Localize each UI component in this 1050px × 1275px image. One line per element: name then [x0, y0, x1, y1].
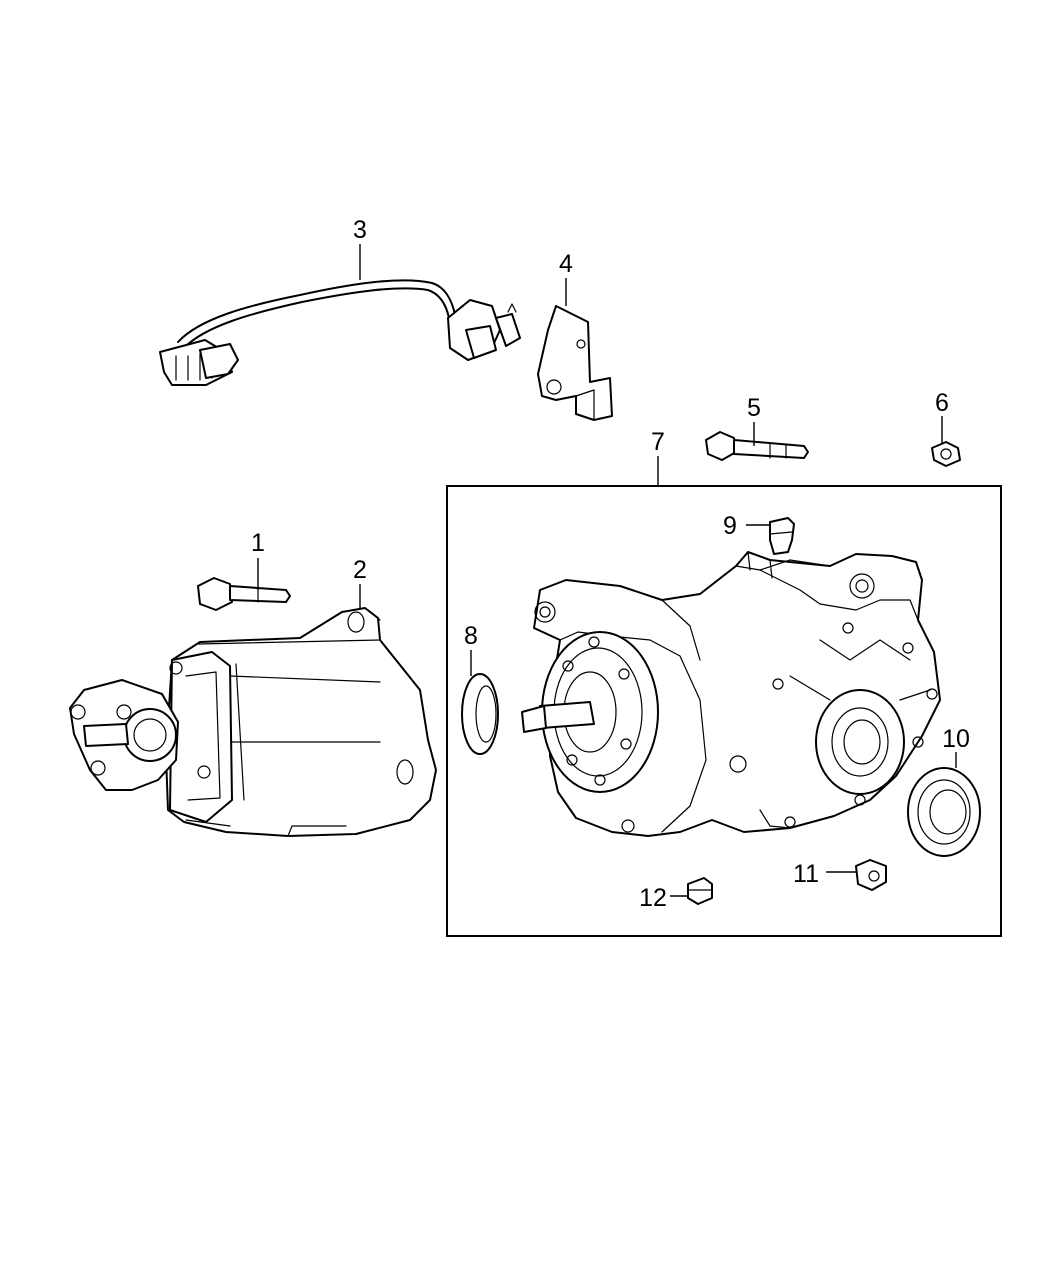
plug-12-part	[687, 877, 713, 905]
callout-3: 3	[353, 216, 367, 244]
bolt-part	[197, 577, 291, 611]
callout-2: 2	[353, 556, 367, 584]
callout-4: 4	[559, 250, 573, 278]
actuator-motor-part	[69, 607, 437, 837]
output-seal-part	[907, 767, 981, 857]
callout-1: 1	[251, 529, 265, 557]
plug-11-part	[855, 859, 887, 891]
seal-part	[461, 673, 499, 755]
callout-10: 10	[942, 725, 970, 753]
callout-6: 6	[935, 389, 949, 417]
wiring-harness-part	[159, 279, 521, 386]
long-bolt-part	[705, 431, 809, 461]
bracket-part	[537, 305, 613, 421]
callout-5: 5	[747, 394, 761, 422]
callout-12: 12	[639, 884, 667, 912]
differential-housing-part	[521, 551, 941, 837]
breather-vent-part	[769, 517, 795, 555]
leader-lines	[257, 244, 957, 897]
nut-part	[931, 441, 961, 467]
callout-7: 7	[651, 428, 665, 456]
assembly-frame	[446, 485, 1002, 937]
callout-8: 8	[464, 622, 478, 650]
callout-11: 11	[793, 860, 819, 888]
callout-labels: 1 2 3 4 5 6 7 8 9 10 11 12	[251, 216, 970, 912]
callout-9: 9	[723, 512, 737, 540]
